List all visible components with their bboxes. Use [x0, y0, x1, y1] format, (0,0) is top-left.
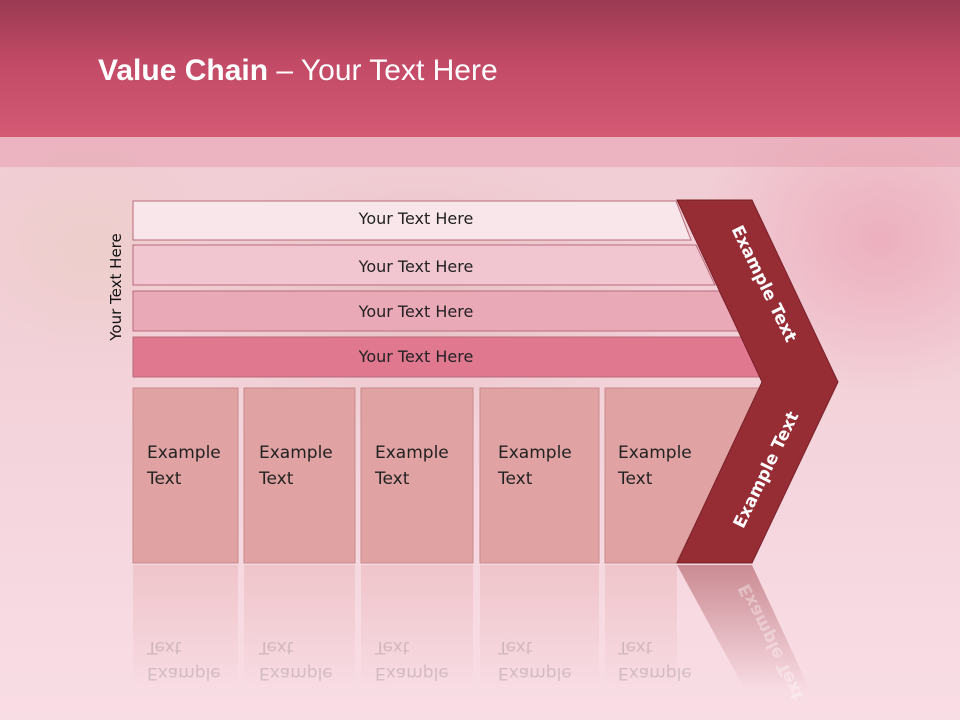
bar-4-label: Your Text Here	[358, 347, 474, 366]
chevron-arrow	[676, 199, 839, 564]
bar-1-label: Your Text Here	[358, 209, 474, 228]
box-4	[479, 387, 600, 564]
box-4-label-reflection: Example Text	[498, 637, 572, 683]
box-5-reflection	[605, 565, 677, 690]
box-4-reflection	[480, 565, 599, 690]
box-4-label: Example Text	[498, 443, 572, 489]
box-1	[132, 387, 239, 564]
box-3-label-reflection: Example Text	[375, 637, 449, 683]
box-2-label-reflection: Example Text	[259, 637, 333, 683]
bar-3-label: Your Text Here	[358, 302, 474, 321]
header-bar	[0, 0, 960, 137]
bar-2-label: Your Text Here	[358, 257, 474, 276]
box-1-label-reflection: Example Text	[147, 637, 221, 683]
box-2-reflection	[244, 565, 355, 690]
slide-title: Value Chain – Your Text Here	[98, 54, 498, 88]
box-3-label: Example Text	[375, 443, 449, 489]
title-rest: – Your Text Here	[268, 54, 498, 87]
box-2	[243, 387, 356, 564]
box-1-label: Example Text	[147, 443, 221, 489]
chevron-reflection	[677, 565, 810, 690]
box-3	[360, 387, 474, 564]
box-5	[604, 387, 763, 564]
box-2-label: Example Text	[259, 443, 333, 489]
bar-1	[132, 200, 692, 241]
box-5-label: Example Text	[618, 443, 692, 489]
box-5-label-reflection: Example Text	[618, 637, 692, 683]
box-1-reflection	[133, 565, 238, 690]
header-band	[0, 137, 960, 167]
title-bold: Value Chain	[98, 54, 269, 87]
bar-2	[132, 244, 716, 286]
box-3-reflection	[361, 565, 473, 690]
